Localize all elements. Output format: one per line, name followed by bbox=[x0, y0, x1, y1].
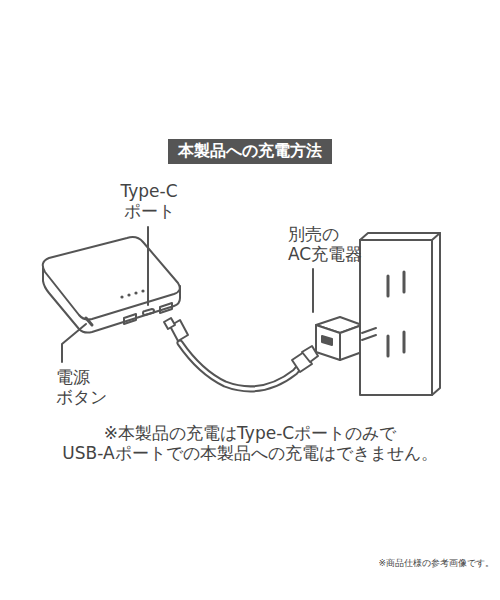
part-label: 別売の AC充電器 bbox=[288, 224, 383, 265]
ac-charger bbox=[316, 325, 340, 360]
power-bank-top bbox=[43, 237, 180, 319]
usb-a-port bbox=[124, 314, 136, 324]
cable bbox=[180, 343, 300, 389]
leader-line bbox=[312, 269, 314, 312]
disclaimer-note: ※商品仕様の参考画像です。 bbox=[378, 558, 494, 569]
port-label: Type-C ポート bbox=[113, 181, 185, 222]
outlet-slots bbox=[388, 272, 404, 356]
cable bbox=[180, 343, 300, 389]
charger-prong bbox=[362, 328, 376, 340]
led-dots bbox=[120, 289, 144, 298]
ac-charger bbox=[340, 325, 362, 360]
wall-plate bbox=[360, 233, 440, 395]
leader-line bbox=[62, 324, 86, 362]
note-text: ※本製品の充電はType-Cポートのみで USB-Aポートでの本製品への充電はで… bbox=[28, 423, 472, 464]
title-text: 本製品への充電方法 bbox=[178, 141, 322, 162]
charger-usb-port bbox=[322, 336, 332, 345]
type-c-plug-tip bbox=[164, 318, 175, 329]
usb-a-port bbox=[160, 303, 172, 313]
wall-plate bbox=[360, 233, 440, 395]
leader-line bbox=[147, 227, 149, 305]
title-band: 本製品への充電方法 bbox=[168, 139, 332, 164]
part-label: 電源 ボタン bbox=[56, 367, 118, 408]
type-c-port bbox=[143, 309, 154, 315]
